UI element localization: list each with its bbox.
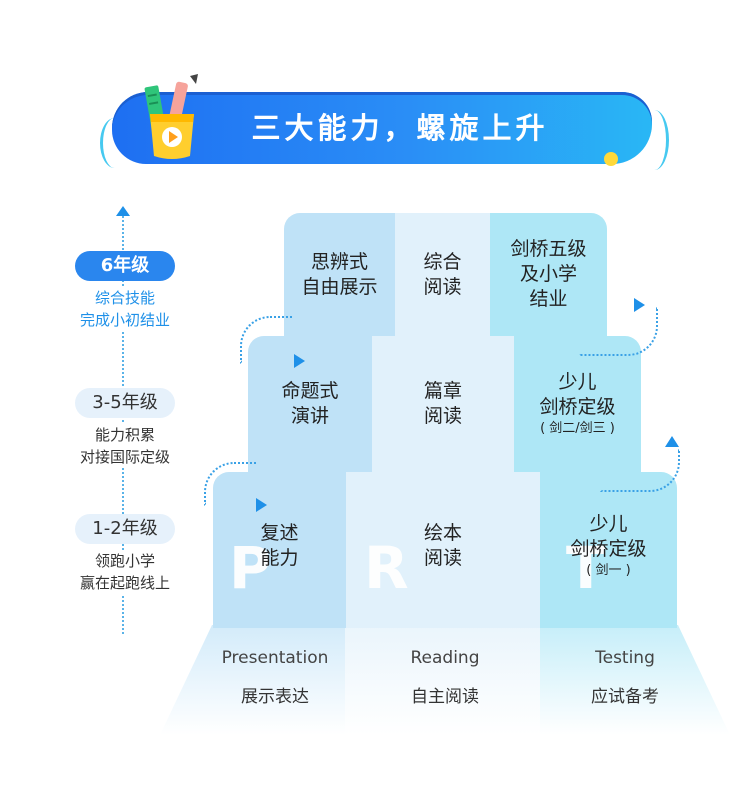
cell-line: 命题式 xyxy=(281,380,339,402)
level-desc-line: 能力积累 xyxy=(94,426,155,444)
tier-middle-reading: 篇章 阅读 xyxy=(372,336,514,472)
cell-line: 结业 xyxy=(529,288,568,310)
tier-top-reading: 综合 阅读 xyxy=(395,213,490,336)
spiral-arc-right-upper xyxy=(578,306,658,356)
cell-line: 阅读 xyxy=(423,547,462,569)
pyramid-base xyxy=(160,625,730,735)
tier-bottom-reading: R 绘本 阅读 xyxy=(346,472,540,628)
cell-text: 少儿 剑桥定级 ( 剑二/剑三 ) xyxy=(539,370,615,438)
cell-line: 自由展示 xyxy=(301,275,378,298)
cell-line: 剑桥五级 xyxy=(510,238,587,260)
banner-left-swoosh xyxy=(100,118,129,168)
column-label-reading-en: Reading xyxy=(410,648,480,668)
cell-note: ( 剑一 ) xyxy=(586,563,631,578)
spiral-arc-right-lower xyxy=(600,448,680,492)
cell-text: 综合 阅读 xyxy=(423,250,461,300)
cell-line: 少儿 xyxy=(558,371,597,393)
pencil-cup-icon xyxy=(140,74,210,164)
cell-line: 能力 xyxy=(260,547,299,569)
level-desc-line: 完成小初结业 xyxy=(79,311,170,329)
arrow-right-icon xyxy=(634,298,645,312)
cell-line: 剑桥定级 xyxy=(539,396,616,418)
cell-line: 思辨式 xyxy=(310,250,368,273)
cell-line: 少儿 xyxy=(589,513,628,535)
banner-yellow-dot xyxy=(604,152,618,166)
level-desc-line: 赢在起跑线上 xyxy=(79,574,170,592)
title-banner xyxy=(112,92,652,164)
cell-line: 综合 xyxy=(423,250,462,273)
cell-line: 剑桥定级 xyxy=(570,538,647,560)
cell-line: 复述 xyxy=(260,522,299,544)
level-pill-grade1-2: 1-2年级 xyxy=(75,514,175,544)
tier-top-presentation: 思辨式 自由展示 xyxy=(284,213,395,336)
column-label-reading-zh: 自主阅读 xyxy=(411,687,479,707)
level-pill-grade6: 6年级 xyxy=(75,251,175,281)
column-label-presentation-zh: 展示表达 xyxy=(241,687,309,707)
cell-line: 阅读 xyxy=(423,405,462,427)
column-label-testing-zh: 应试备考 xyxy=(591,687,659,707)
cell-text: 少儿 剑桥定级 ( 剑一 ) xyxy=(570,512,646,580)
letter-r: R xyxy=(364,534,409,602)
arrow-right-icon xyxy=(294,354,305,368)
cell-text: 剑桥五级 及小学 结业 xyxy=(510,237,586,312)
arrow-up-icon xyxy=(665,436,679,447)
timeline-arrow-up-icon xyxy=(116,206,130,216)
banner-title: 三大能力，螺旋上升 xyxy=(251,111,549,145)
cell-text: 绘本 阅读 xyxy=(424,521,462,571)
cell-line: 阅读 xyxy=(423,275,462,298)
arrow-right-icon xyxy=(256,498,267,512)
level-desc-line: 领跑小学 xyxy=(94,552,155,570)
cell-text: 思辨式 自由展示 xyxy=(301,250,377,300)
column-label-testing-en: Testing xyxy=(595,648,655,668)
cell-line: 绘本 xyxy=(423,522,462,544)
spiral-arc-left-upper xyxy=(240,316,294,364)
cell-note: ( 剑二/剑三 ) xyxy=(540,421,615,436)
tier-bottom-testing: T 少儿 剑桥定级 ( 剑一 ) xyxy=(540,472,677,628)
cell-line: 及小学 xyxy=(519,263,577,285)
banner-right-swoosh xyxy=(640,110,669,170)
tier-middle-presentation: 命题式 演讲 xyxy=(248,336,372,472)
cell-line: 演讲 xyxy=(290,405,329,427)
spiral-arc-left-lower xyxy=(204,462,258,506)
level-desc-grade1-2: 领跑小学 赢在起跑线上 xyxy=(55,550,195,594)
level-desc-grade6: 综合技能 完成小初结业 xyxy=(55,287,195,331)
cell-text: 命题式 演讲 xyxy=(281,379,338,429)
level-desc-grade3-5: 能力积累 对接国际定级 xyxy=(55,424,195,468)
level-desc-line: 综合技能 xyxy=(94,289,155,307)
cell-line: 篇章 xyxy=(423,380,462,402)
cell-text: 复述 能力 xyxy=(260,521,298,571)
level-desc-line: 对接国际定级 xyxy=(79,448,170,466)
column-label-presentation-en: Presentation xyxy=(221,648,329,668)
cell-text: 篇章 阅读 xyxy=(424,379,462,429)
level-pill-grade3-5: 3-5年级 xyxy=(75,388,175,418)
